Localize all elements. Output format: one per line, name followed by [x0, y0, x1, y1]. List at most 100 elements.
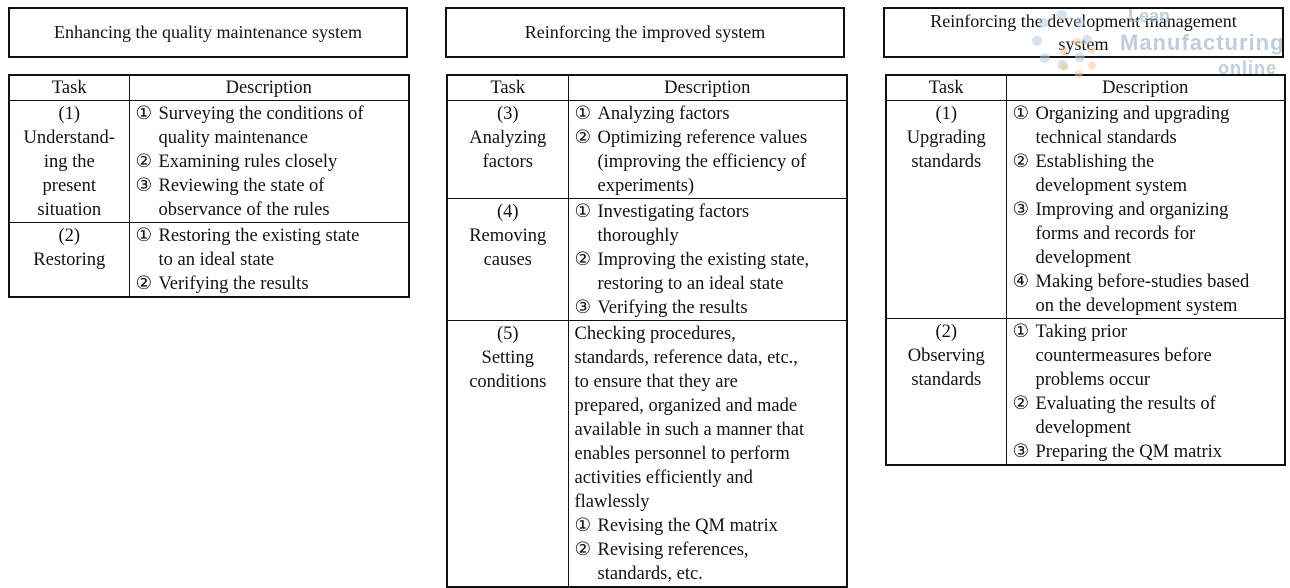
item-text: Organizing and upgrading — [1035, 104, 1230, 124]
item-text: Preparing the QM matrix — [1035, 442, 1223, 462]
task-cell: (4) Removing causes — [446, 198, 569, 321]
item-text: Revising references, — [597, 540, 749, 560]
item-number: ③ — [1012, 442, 1030, 462]
section-title-text: Reinforcing the development management — [930, 10, 1237, 31]
item-number: ③ — [135, 176, 153, 196]
description-item: ① Revising the QM matrix — [575, 514, 843, 538]
paragraph-line: prepared, organized and made — [574, 396, 798, 416]
item-number: ① — [574, 202, 592, 222]
item-number: ① — [1012, 104, 1030, 124]
item-text: restoring to an ideal state — [597, 274, 784, 294]
item-text: Surveying the conditions of — [158, 104, 364, 124]
item-text: forms and records for — [1035, 224, 1196, 244]
item-text: countermeasures before — [1035, 346, 1212, 366]
table-quality-maintenance: Task Description (1) Understand- ing the… — [8, 74, 410, 298]
item-number: ④ — [1012, 272, 1030, 292]
table-development-management: Task Description (1) Upgrading standards… — [885, 74, 1286, 466]
task-cell: (2) Restoring — [8, 222, 130, 298]
item-number: ① — [1012, 322, 1030, 342]
header-task: Task — [885, 74, 1007, 101]
item-number: ② — [1012, 152, 1030, 172]
item-text: on the development system — [1035, 296, 1238, 316]
item-text: observance of the rules — [158, 200, 330, 220]
task-cell: (2) Observing standards — [885, 318, 1007, 466]
item-number: ② — [574, 250, 592, 270]
task-number: (5) — [496, 324, 519, 344]
header-description: Description — [128, 74, 410, 101]
item-text: Verifying the results — [597, 298, 748, 318]
item-number: ② — [135, 152, 153, 172]
item-text: Evaluating the results of — [1035, 394, 1216, 414]
description-item: ② Revising references, standards, etc. — [575, 538, 843, 586]
item-text: quality maintenance — [158, 128, 308, 148]
description-item: ② Verifying the results — [136, 272, 405, 296]
task-label-line: Restoring — [33, 250, 106, 270]
item-text: standards, etc. — [597, 564, 703, 584]
item-number: ③ — [1012, 200, 1030, 220]
item-text: thoroughly — [597, 226, 679, 246]
paragraph-line: Checking procedures, — [574, 324, 736, 344]
table-improved-system: Task Description (3) Analyzing factors ①… — [446, 74, 848, 588]
item-text: development system — [1035, 176, 1188, 196]
task-number: (2) — [58, 226, 81, 246]
task-label-line: situation — [37, 200, 102, 220]
description-item: ① Analyzing factors — [575, 102, 843, 126]
item-number: ② — [574, 128, 592, 148]
table-row: (4) Removing causes ① Investigating fact… — [446, 198, 848, 321]
task-cell: (3) Analyzing factors — [446, 100, 569, 199]
item-text: Making before-studies based — [1035, 272, 1250, 292]
table-row: (1) Upgrading standards ① Organizing and… — [885, 100, 1286, 319]
task-label-line: standards — [911, 370, 982, 390]
header-description: Description — [1005, 74, 1286, 101]
item-text: Examining rules closely — [158, 152, 338, 172]
section-title-text: Enhancing the quality maintenance system — [54, 22, 362, 42]
task-number: (3) — [496, 104, 519, 124]
paragraph-line: flawlessly — [574, 492, 650, 512]
description-item: ② Examining rules closely — [136, 150, 405, 174]
item-text: development — [1035, 418, 1132, 438]
item-text: Revising the QM matrix — [597, 516, 778, 536]
item-text: Establishing the — [1035, 152, 1155, 172]
item-text: Optimizing reference values — [597, 128, 808, 148]
item-text: (improving the efficiency of — [597, 152, 807, 172]
item-text: problems occur — [1035, 370, 1151, 390]
task-label-line: causes — [483, 250, 532, 270]
task-label-line: Observing — [907, 346, 985, 366]
task-number: (1) — [58, 104, 81, 124]
description-cell: ① Surveying the conditions of quality mai… — [128, 100, 410, 223]
description-cell: Checking procedures, standards, referenc… — [567, 320, 848, 588]
item-text: Analyzing factors — [597, 104, 730, 124]
task-label-line: Analyzing — [469, 128, 547, 148]
description-item: ② Optimizing reference values (improving … — [575, 126, 843, 198]
header-task: Task — [446, 74, 569, 101]
header-description: Description — [567, 74, 848, 101]
item-text: Improving the existing state, — [597, 250, 810, 270]
item-text: experiments) — [597, 176, 695, 196]
task-label-line: Upgrading — [906, 128, 986, 148]
item-text: development — [1035, 248, 1132, 268]
item-number: ② — [574, 540, 592, 560]
task-number: (4) — [496, 202, 519, 222]
description-item: ④ Making before-studies based on the deve… — [1013, 270, 1281, 318]
section-title-text: Reinforcing the improved system — [524, 22, 766, 42]
table-row: (2) Restoring ① Restoring the existing s… — [8, 222, 410, 298]
item-number: ③ — [574, 298, 592, 318]
task-number: (2) — [935, 322, 958, 342]
item-number: ① — [135, 104, 153, 124]
section-title-development-management: Reinforcing the development management s… — [883, 7, 1284, 58]
task-number: (1) — [935, 104, 958, 124]
section-title-text: system — [1058, 33, 1109, 54]
item-text: Restoring the existing state — [158, 226, 360, 246]
table-row: (5) Setting conditions Checking procedur… — [446, 320, 848, 588]
table-header-row: Task Description — [8, 74, 410, 101]
description-item: ③ Verifying the results — [575, 296, 843, 320]
